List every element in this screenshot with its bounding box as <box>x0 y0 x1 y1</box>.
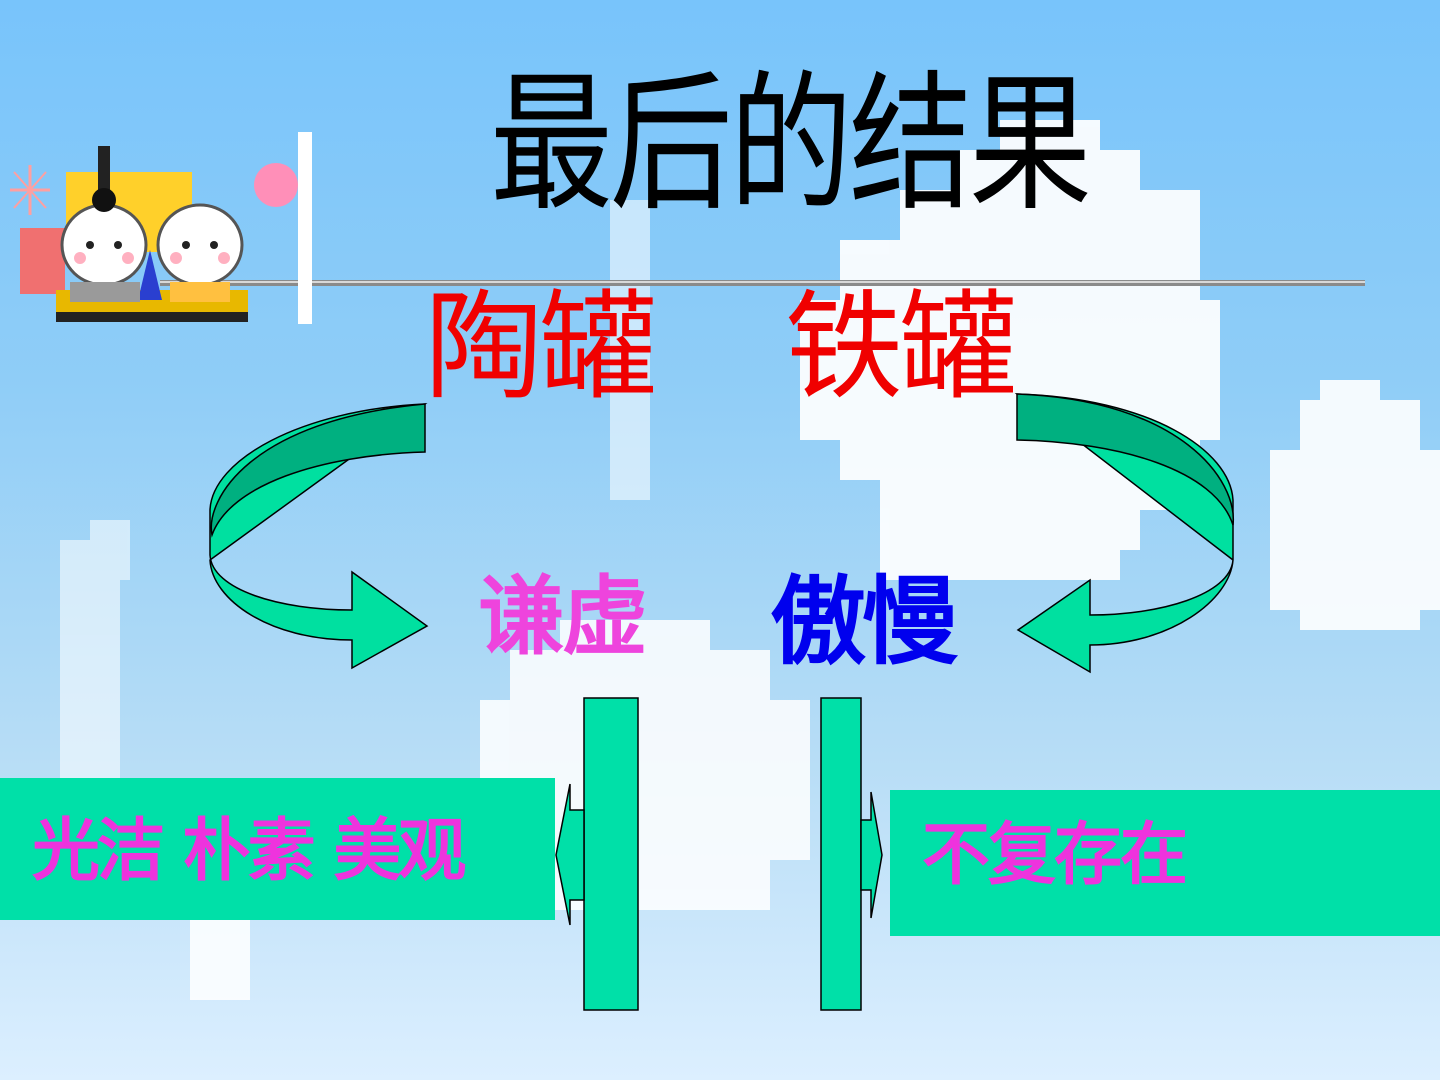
title-divider-highlight <box>160 281 1365 283</box>
connector-bar-right <box>820 697 862 1011</box>
cloud-decoration <box>800 120 1220 580</box>
curved-arrow-left-top-face <box>210 403 426 538</box>
cloud-decoration <box>1270 380 1440 630</box>
title-vertical-divider <box>298 132 312 324</box>
connector-bar-left <box>583 697 639 1011</box>
pot-label-clay: 陶罐 <box>425 278 657 416</box>
arrow-head-right <box>860 791 883 919</box>
outcome-text-iron: 不复存在 <box>922 816 1188 895</box>
outcome-box-right <box>890 790 1440 936</box>
outcome-box-left <box>0 778 555 920</box>
trait-label-arrogant: 傲慢 <box>770 566 958 678</box>
curved-arrow-right-top-face <box>1016 393 1234 526</box>
cloud-decoration <box>60 200 650 800</box>
trait-label-modest: 谦虚 <box>478 567 648 667</box>
outcome-text-clay: 光洁 朴素 美观 <box>32 812 466 891</box>
arrow-head-left <box>555 783 585 926</box>
slide-title: 最后的结果 <box>490 58 1092 232</box>
pot-label-iron: 铁罐 <box>785 278 1017 416</box>
cartoon-rabbit-couple-icon <box>10 146 298 322</box>
